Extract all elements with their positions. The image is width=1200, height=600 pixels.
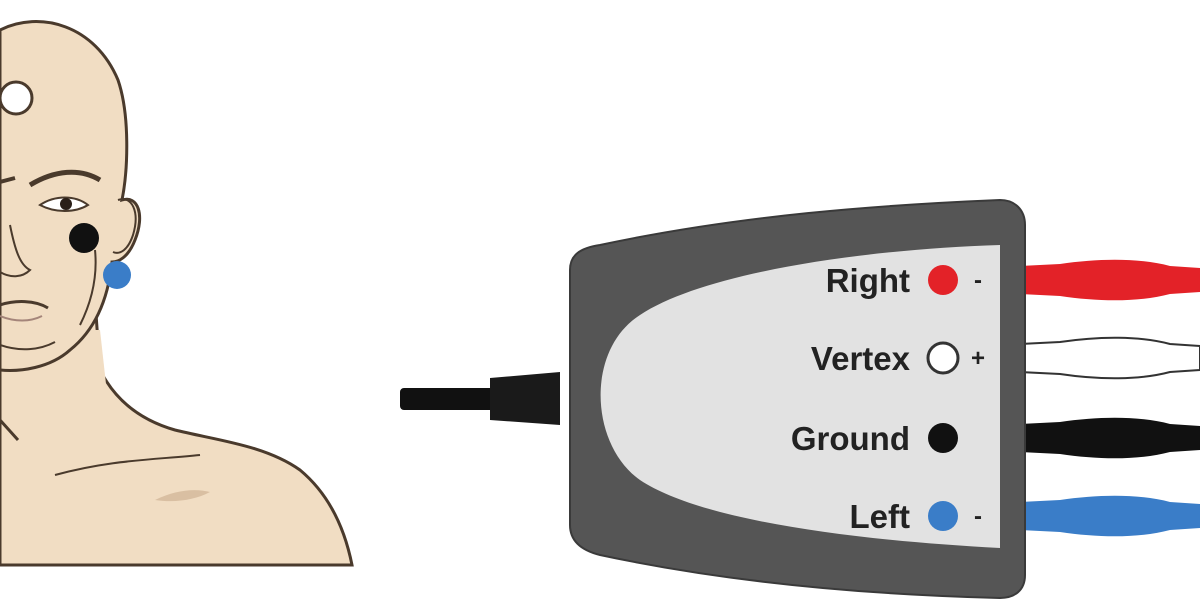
pupil (60, 198, 72, 210)
channel-dot-right (928, 265, 958, 295)
lead-wire-right (1020, 259, 1200, 301)
person-illustration (0, 20, 354, 567)
channel-label-left: Left (850, 498, 911, 535)
chest-shade (155, 490, 210, 502)
lead-left (1020, 495, 1200, 537)
collarbone-line (54, 454, 201, 476)
lead-wire-ground (1020, 417, 1200, 459)
lead-wire-vertex (1019, 336, 1200, 380)
channel-label-right: Right (826, 262, 910, 299)
head-electrode-vertex (0, 80, 34, 116)
channel-polarity-left: - (974, 503, 982, 530)
channel-row-right: Right - (826, 262, 982, 299)
channel-row-left: Left - (850, 498, 983, 535)
channel-polarity-vertex: + (971, 345, 985, 372)
lip (0, 315, 43, 322)
channel-label-ground: Ground (791, 420, 910, 457)
channel-dot-ground (928, 423, 958, 453)
channel-label-vertex: Vertex (811, 340, 911, 377)
electrode-leads (1019, 259, 1200, 537)
chin-shade (0, 341, 56, 351)
head-electrode-ground (69, 223, 99, 253)
eyebrow-left (0, 176, 16, 184)
cable-strain-relief (490, 372, 560, 425)
neck-line (0, 418, 20, 442)
lead-right (1020, 259, 1200, 301)
nose (0, 224, 32, 278)
lead-vertex (1019, 336, 1200, 380)
head (0, 20, 142, 372)
box-face (600, 245, 1000, 548)
head-electrode-left (103, 261, 131, 289)
channel-row-ground: Ground (791, 420, 958, 457)
lead-ground (1020, 417, 1200, 459)
cheek-line (79, 249, 97, 326)
ear (112, 198, 137, 254)
eyebrow (28, 169, 102, 188)
channel-dot-vertex (926, 341, 960, 375)
lead-wire-left (1020, 495, 1200, 537)
channel-row-vertex: Vertex + (811, 340, 985, 377)
channel-polarity-right: - (974, 267, 982, 294)
channel-dot-left (928, 501, 958, 531)
input-cable (400, 388, 510, 410)
mouth (0, 300, 49, 310)
